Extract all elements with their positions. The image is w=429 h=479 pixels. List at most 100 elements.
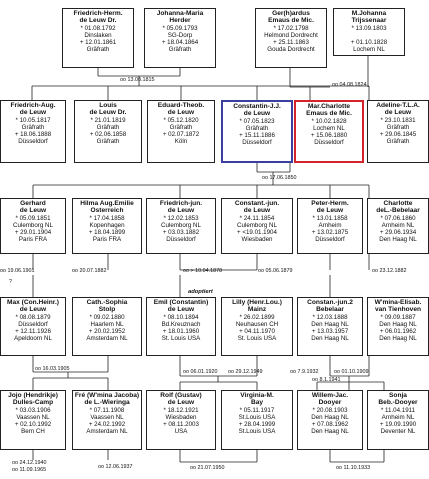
person-name: Friedrich-Herm. (73, 10, 123, 17)
person-detail: Bd.Kreuznach (161, 321, 201, 329)
person-name: de Leuw (243, 207, 271, 215)
person-name: de Leuw (19, 306, 47, 314)
person-name: Friedrich-jun. (159, 200, 203, 207)
person-name: Virginia-M. (240, 392, 274, 399)
person-name: Mainz (247, 306, 267, 314)
person-name: W'mina-Elisab. (374, 299, 422, 306)
marriage-label: oo 23.12.1882 (372, 268, 407, 274)
person-detail: + 18.04.1864 (161, 39, 199, 47)
person-detail: + 15.11.1886 (239, 132, 275, 140)
person-detail: + 28.04.1999 (238, 421, 276, 429)
person-constan-jun2: Constan.-jun.2 Bebelaar * 12.03.1888 Den… (297, 297, 363, 356)
person-detail: + 29.06.1934 (379, 229, 417, 237)
person-friedrich-herm: Friedrich-Herm. de Leuw Dr. * 01.08.1792… (62, 8, 134, 68)
person-detail: Düsseldorf (315, 236, 345, 244)
person-name: Eduard-Theob. (157, 102, 205, 109)
person-m-johanna: M.Johanna Trijssenaar * 13.09.1803 + 01.… (333, 8, 405, 56)
person-detail: * 20.08.1903 (312, 406, 348, 414)
person-name: Constant.-jun. (234, 200, 280, 207)
person-detail: + 02.07.1872 (162, 131, 200, 139)
person-detail: * 17.04.1858 (89, 214, 125, 222)
marriage-label: oo 11.09.1965 (12, 467, 47, 473)
person-detail: + 02.10.1992 (14, 421, 52, 429)
person-detail: * 17.02.1798 (273, 24, 309, 32)
marriage-label: oo 13.08.1815 (120, 77, 155, 83)
person-detail: * 12.03.1888 (312, 313, 348, 321)
person-detail: * 08.08.1879 (15, 313, 51, 321)
person-detail: * 03.03.1906 (15, 406, 51, 414)
person-detail: Düsseldorf (242, 139, 272, 147)
person-name: Max (Con.Heinr.) (6, 299, 60, 306)
person-name: Constantin-J.J. (233, 103, 281, 110)
person-name: Rolf (Gustav) (160, 392, 202, 399)
person-detail: * 05.11.1917 (239, 406, 275, 414)
person-adeline: Adeline-T.L.A. de Leuw * 23.10.1831 Gräf… (367, 100, 429, 163)
person-detail: * 13.01.1858 (312, 214, 348, 222)
person-detail: * 23.10.1831 (380, 116, 416, 124)
person-detail: Wiesbaden (165, 414, 197, 422)
person-name: Herder (169, 17, 191, 25)
person-gerhard: Gerhard de Leuw * 05.09.1851 Culemborg N… (0, 198, 66, 254)
person-detail: * 24.11.1854 (239, 214, 275, 222)
person-detail: + 20.02.1952 (88, 328, 126, 336)
adoptiert-label: adoptiert (188, 289, 213, 295)
person-detail: Den Haag NL (379, 335, 417, 343)
marriage-label: oo > 10.04.1878 (183, 268, 223, 274)
person-detail: Den Haag NL (311, 335, 349, 343)
person-name: Charlotte (383, 200, 413, 207)
marriage-label: oo 8.1.1941 (312, 377, 341, 383)
person-name: van Tienhoven (374, 306, 422, 314)
person-name: de Leuw (19, 109, 47, 117)
person-detail: Lochem NL (313, 125, 345, 133)
marriage-label: oo 05.06.1879 (258, 268, 293, 274)
person-detail: + 29.01.1904 (14, 229, 52, 237)
person-max: Max (Con.Heinr.) de Leuw * 08.08.1879 Dü… (0, 297, 66, 356)
person-detail: Bern CH (21, 428, 45, 436)
person-constant-jun: Constant.-jun. de Leuw * 24.11.1854 Cule… (221, 198, 293, 254)
person-virginia: Virginia-M. Bay * 05.11.1917 St.Louis US… (221, 390, 293, 450)
person-detail: Gräfrath (86, 46, 110, 54)
person-detail: Den Haag NL (379, 236, 417, 244)
person-detail: Düsseldorf (166, 236, 196, 244)
person-detail: * 05.09.1793 (162, 24, 198, 32)
person-fre: Fré (W'mina Jacoba) de L.-Wieringa * 07.… (72, 390, 142, 450)
person-detail: * 21.01.1819 (90, 116, 126, 124)
person-name: Emil (Constantin) (153, 299, 209, 306)
person-detail: + 18.01.1960 (162, 328, 200, 336)
person-detail (335, 32, 403, 39)
person-detail: Arnheim (318, 222, 342, 230)
person-name: Peter-Herm. (311, 200, 349, 207)
person-name: Sonja (389, 392, 407, 399)
person-name: deL.-Bebelaar (376, 207, 420, 215)
person-name: Johanna-Maria (156, 10, 204, 17)
person-detail: * 09.02.1880 (89, 313, 125, 321)
person-detail: + 08.11.2003 (163, 421, 199, 429)
person-detail: Gräfrath (169, 124, 193, 132)
marriage-label: oo 24.12.1940 (12, 460, 47, 466)
person-name: Emaus de Mic. (268, 17, 314, 25)
person-detail: + <19.01.1904 (237, 229, 277, 237)
person-detail: * 12.02.1853 (163, 214, 199, 222)
person-name: de Leuw (384, 109, 412, 117)
person-name: Dooyer (318, 399, 342, 407)
person-detail: Neuhausen CH (235, 321, 279, 329)
person-detail: * 01.08.1792 (80, 24, 116, 32)
person-detail: Düsseldorf (314, 139, 344, 147)
person-name: de L.-Wieringa (84, 399, 130, 407)
person-name: Trijssenaar (351, 17, 387, 25)
person-name: Beb.-Dooyer (378, 399, 418, 407)
marriage-label: oo 19.06.1901 (0, 268, 35, 274)
person-detail: SG-Dorp (167, 32, 193, 40)
person-detail: Deventer NL (380, 428, 416, 436)
person-rolf: Rolf (Gustav) de Leuw * 18.12.1921 Wiesb… (146, 390, 216, 450)
person-detail: + 19.09.1990 (379, 421, 417, 429)
person-detail: + 03.03.1882 (162, 229, 200, 237)
person-peter-herm: Peter-Herm. de Leuw * 13.01.1858 Arnheim… (297, 198, 363, 254)
person-name: de Leuw (316, 207, 344, 215)
person-louis: Louis de Leuw Dr. * 21.01.1819 Gräfrath … (74, 100, 142, 163)
person-hilma: Hilma Aug.Emilie Osterreich * 17.04.1858… (72, 198, 142, 254)
person-detail: Dinslaken (84, 32, 112, 40)
person-emil: Emil (Constantin) de Leuw * 08.10.1894 B… (146, 297, 216, 356)
person-name: Willem-Jac. (311, 392, 349, 399)
person-name: Friedrich-Aug. (10, 102, 56, 109)
